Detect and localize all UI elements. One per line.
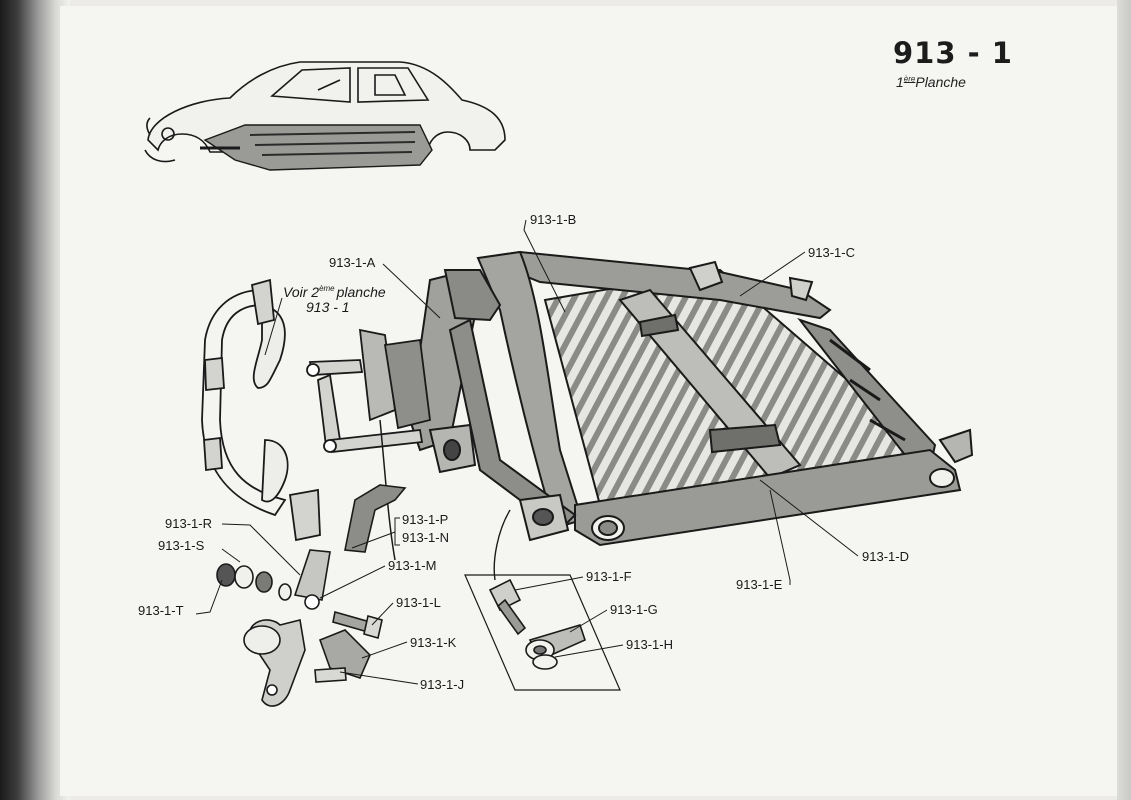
part-labels: 913-1-B 913-1-C 913-1-A 913-1-D 913-1-E … [138,212,909,692]
label-913-1-l: 913-1-L [396,595,441,610]
label-913-1-d: 913-1-D [862,549,909,564]
bracket-assembly [306,328,431,561]
plate-number: 913 - 1 [893,36,1013,70]
label-913-1-p: 913-1-P [402,512,448,527]
label-913-1-h: 913-1-H [626,637,673,652]
note-superscript: ème [319,284,335,293]
label-913-1-g: 913-1-G [610,602,658,617]
left-tube-assembly [201,278,321,542]
label-913-1-j: 913-1-J [420,677,464,692]
plate-subtitle: 1èrePlanche [896,74,966,90]
label-913-1-c: 913-1-C [808,245,855,260]
leader-lines [195,219,859,685]
label-913-1-k: 913-1-K [410,635,457,650]
plate-word: Planche [915,74,966,90]
label-913-1-m: 913-1-M [388,558,436,573]
label-913-1-e: 913-1-E [736,577,783,592]
label-913-1-b: 913-1-B [530,212,576,227]
small-parts [216,484,621,707]
label-913-1-s: 913-1-S [158,538,205,553]
note-rest: planche [336,284,386,300]
plate-ordinal-suffix: ère [903,74,916,84]
car-silhouette [144,61,506,171]
label-913-1-t: 913-1-T [138,603,184,618]
note-line-2: 913 - 1 [306,299,350,315]
label-913-1-n: 913-1-N [402,530,449,545]
chassis-frame [408,250,974,547]
book-binding-shadow [0,0,70,800]
note-prefix: Voir 2 [283,284,319,300]
plate-ordinal: 1 [896,74,904,90]
page-edge [1117,0,1131,800]
label-913-1-f: 913-1-F [586,569,632,584]
label-913-1-a: 913-1-A [329,255,376,270]
label-913-1-r: 913-1-R [165,516,212,531]
